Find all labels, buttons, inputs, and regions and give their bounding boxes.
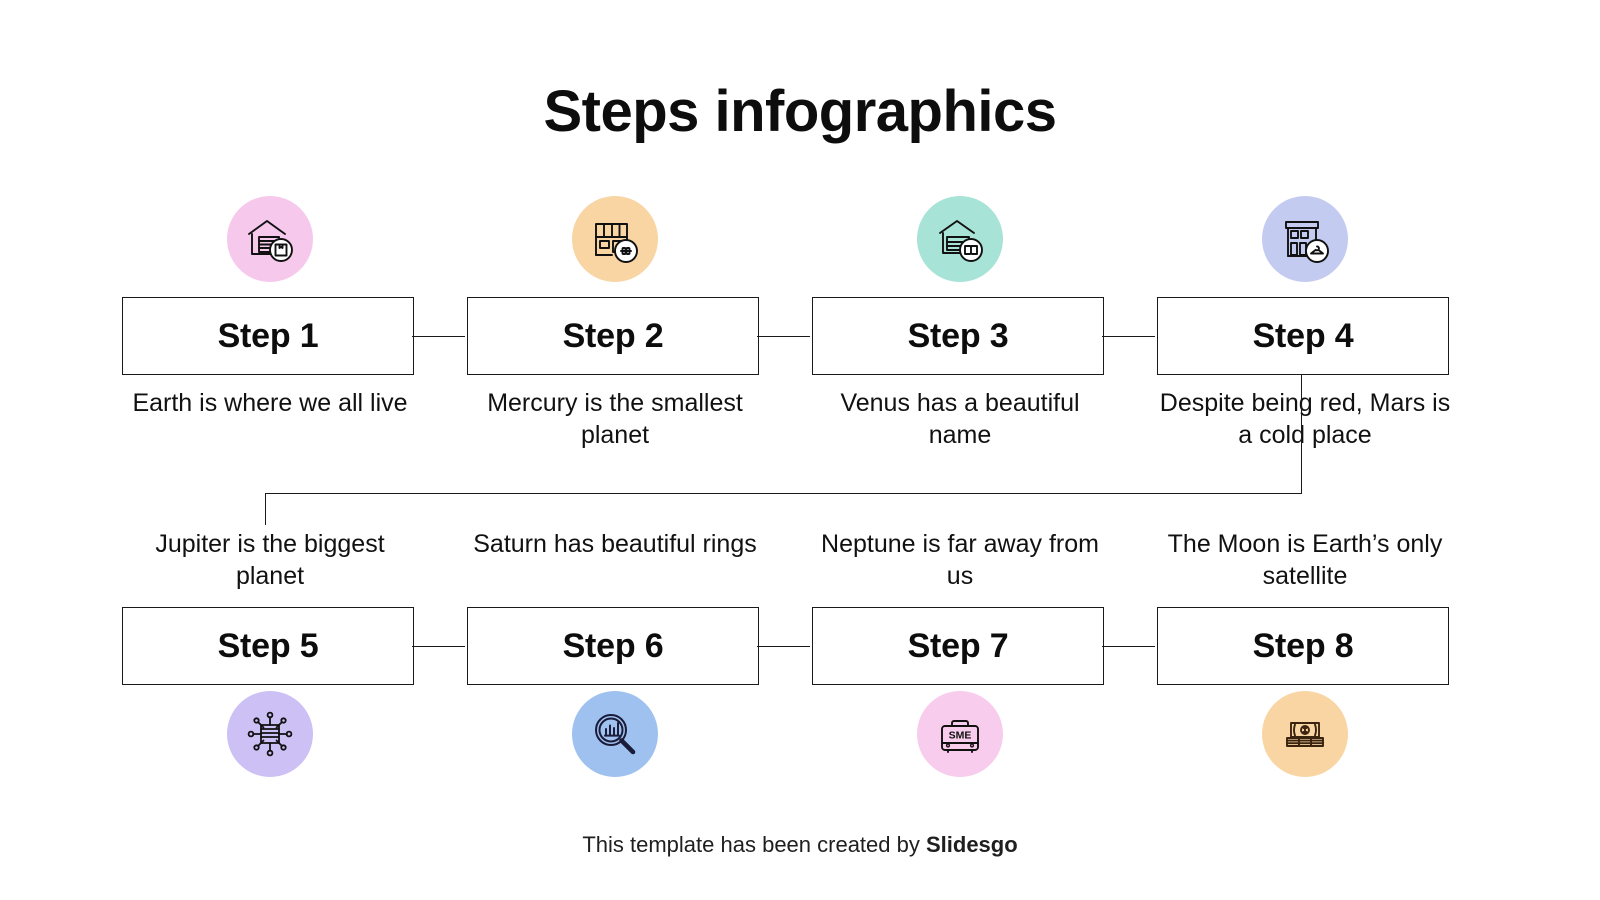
warehouse-package-icon bbox=[227, 196, 313, 282]
page-title: Steps infographics bbox=[543, 79, 1057, 144]
magnifier-barchart-icon bbox=[572, 691, 658, 777]
step-description-8: The Moon is Earth’s only satellite bbox=[1167, 530, 1443, 590]
step-label: Step 1 bbox=[217, 316, 319, 355]
step-label: Step 7 bbox=[907, 626, 1009, 665]
step-description-7: Neptune is far away from us bbox=[821, 530, 1099, 590]
step-label: Step 2 bbox=[562, 316, 664, 355]
step-description-1: Earth is where we all live bbox=[132, 389, 408, 417]
connector-wrap-vertical-right bbox=[1301, 375, 1302, 493]
briefcase-sme-icon: SME bbox=[917, 691, 1003, 777]
connector-step5-step6 bbox=[412, 646, 465, 647]
step-description-2: Mercury is the smallest planet bbox=[487, 389, 743, 449]
network-chip-icon bbox=[227, 691, 313, 777]
step-icon-wrap-2 bbox=[467, 196, 763, 282]
connector-step7-step8 bbox=[1102, 646, 1155, 647]
footer-prefix: This template has been created by bbox=[582, 832, 926, 857]
step-description-6: Saturn has beautiful rings bbox=[473, 530, 757, 558]
step-icon-wrap-1 bbox=[122, 196, 418, 282]
step-label: Step 5 bbox=[217, 626, 319, 665]
step-label: Step 8 bbox=[1252, 626, 1354, 665]
money-stack-icon bbox=[1262, 691, 1348, 777]
step-icon-wrap-4 bbox=[1157, 196, 1453, 282]
step-box-8[interactable]: Step 8 bbox=[1157, 607, 1449, 685]
connector-step6-step7 bbox=[757, 646, 810, 647]
step-box-4[interactable]: Step 4 bbox=[1157, 297, 1449, 375]
briefcase-sme-label: SME bbox=[949, 730, 972, 742]
step-label: Step 3 bbox=[907, 316, 1009, 355]
step-box-5[interactable]: Step 5 bbox=[122, 607, 414, 685]
shop-hanger-icon bbox=[1262, 196, 1348, 282]
step-box-7[interactable]: Step 7 bbox=[812, 607, 1104, 685]
step-box-2[interactable]: Step 2 bbox=[467, 297, 759, 375]
connector-step1-step2 bbox=[412, 336, 465, 337]
step-icon-wrap-6 bbox=[467, 691, 763, 777]
step-label: Step 6 bbox=[562, 626, 664, 665]
warehouse-book-icon bbox=[917, 196, 1003, 282]
step-icon-wrap-5 bbox=[122, 691, 418, 777]
connector-step3-step4 bbox=[1102, 336, 1155, 337]
step-icon-wrap-3 bbox=[812, 196, 1108, 282]
step-description-5: Jupiter is the biggest planet bbox=[155, 530, 385, 590]
connector-wrap-vertical-left bbox=[265, 493, 266, 525]
step-label: Step 4 bbox=[1252, 316, 1354, 355]
connector-wrap-horizontal bbox=[265, 493, 1302, 494]
step-description-3: Venus has a beautiful name bbox=[840, 389, 1080, 449]
step-description-4: Despite being red, Mars is a cold place bbox=[1159, 389, 1451, 449]
step-icon-wrap-7: SME bbox=[812, 691, 1108, 777]
step-box-3[interactable]: Step 3 bbox=[812, 297, 1104, 375]
step-box-6[interactable]: Step 6 bbox=[467, 607, 759, 685]
connector-step2-step3 bbox=[757, 336, 810, 337]
footer-brand: Slidesgo bbox=[925, 832, 1018, 857]
footer-credit: This template has been created by Slides… bbox=[0, 832, 1600, 858]
storefront-dumbbell-icon bbox=[572, 196, 658, 282]
step-icon-wrap-8 bbox=[1157, 691, 1453, 777]
step-box-1[interactable]: Step 1 bbox=[122, 297, 414, 375]
